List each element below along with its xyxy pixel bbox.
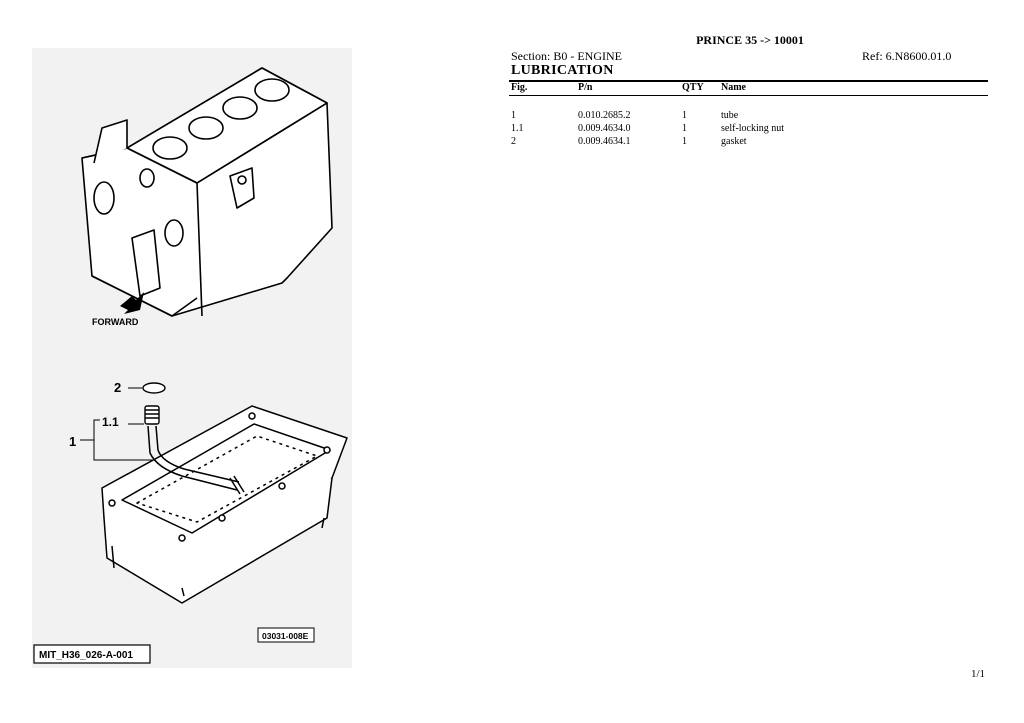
column-header-qty: QTY [682, 82, 704, 93]
cell-pn: 0.009.4634.1 [578, 136, 631, 147]
heading-divider [509, 80, 988, 82]
callout-1: 1 [69, 434, 76, 449]
drawing-id: MIT_H36_026-A-001 [39, 650, 133, 661]
cell-fig: 1 [511, 110, 516, 121]
column-header-fig: Fig. [511, 82, 528, 93]
callout-2: 2 [114, 380, 121, 395]
group-heading: LUBRICATION [511, 63, 614, 78]
page-number: 1/1 [971, 668, 986, 680]
cell-fig: 1.1 [511, 123, 524, 134]
drawing-id-box [33, 644, 151, 664]
document-title: PRINCE 35 -> 10001 [696, 33, 804, 47]
cell-name: tube [721, 110, 739, 121]
section-label: Section: B0 - ENGINE [511, 49, 622, 63]
cell-pn: 0.010.2685.2 [578, 110, 631, 121]
cell-name: gasket [721, 136, 747, 147]
engine-block-illustration [81, 67, 333, 317]
callout-1-1: 1.1 [102, 415, 119, 429]
callout-leaders [80, 387, 152, 461]
cell-qty: 1 [682, 136, 687, 147]
gasket-illustration [142, 382, 166, 394]
reference-label: Ref: 6.N8600.01.0 [862, 49, 952, 63]
parts-drawing: FORWARD [32, 48, 352, 668]
tube-illustration [147, 425, 245, 495]
table-header-divider [509, 95, 988, 96]
oil-pan-illustration [101, 405, 348, 604]
cell-qty: 1 [682, 110, 687, 121]
column-header-name: Name [721, 82, 746, 93]
forward-label: FORWARD [92, 317, 139, 327]
cell-fig: 2 [511, 136, 516, 147]
engine-lubrication-diagram: FORWARD [32, 48, 352, 668]
cell-qty: 1 [682, 123, 687, 134]
cell-name: self-locking nut [721, 123, 785, 134]
self-locking-nut-illustration [144, 405, 160, 425]
cell-pn: 0.009.4634.0 [578, 123, 631, 134]
column-header-pn: P/n [578, 82, 593, 93]
forward-arrow-icon [120, 292, 144, 314]
drawing-code: 03031-008E [262, 631, 309, 641]
drawing-code-box [257, 627, 315, 643]
